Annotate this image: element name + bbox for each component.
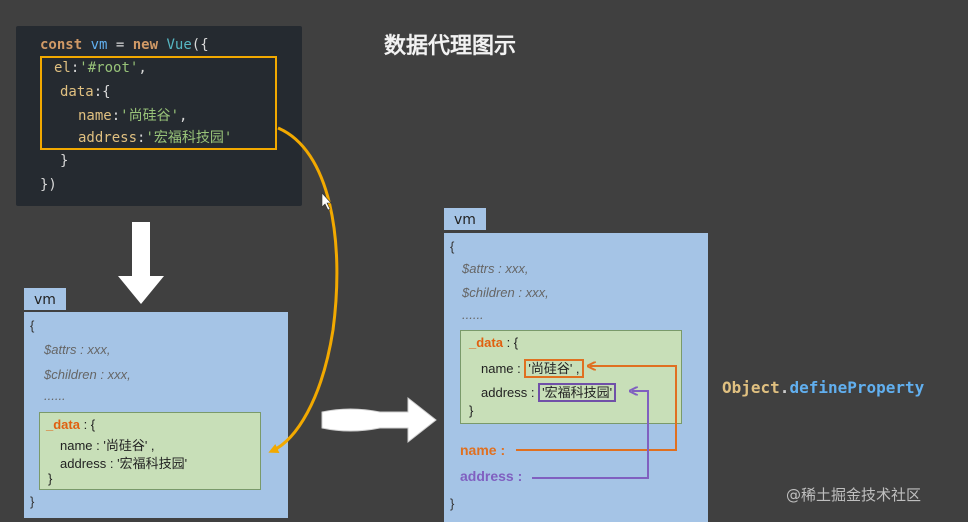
- vm-right-data-box: _data : { name : '尚硅谷' , address : '宏福科技…: [460, 330, 682, 424]
- code-line-2: el:'#root',: [54, 60, 147, 76]
- vm-right-close: }: [450, 496, 455, 511]
- watermark: @稀土掘金技术社区: [786, 486, 922, 504]
- yellow-curve-arrow: [268, 126, 339, 454]
- proxy-address-label: address :: [460, 468, 523, 484]
- code-line-1: const vm = new Vue({: [40, 37, 209, 53]
- code-line-4: name:'尚硅谷',: [78, 108, 188, 124]
- vm-left-data-box: _data : { name : '尚硅谷' , address : '宏福科技…: [39, 412, 261, 490]
- data-highlight-box: [40, 56, 277, 150]
- code-line-3: data:{: [60, 84, 111, 100]
- address-value-highlight: '宏福科技园': [538, 383, 617, 402]
- down-arrow-icon: [118, 222, 164, 304]
- cursor-icon: [321, 192, 332, 211]
- orange-link-arrow: [516, 366, 677, 451]
- diagram-title: 数据代理图示: [384, 34, 517, 59]
- purple-link-arrow: [532, 391, 649, 479]
- code-line-7: }): [40, 177, 57, 193]
- name-value-highlight: '尚硅谷' ,: [524, 359, 584, 378]
- code-line-6: }: [60, 153, 69, 169]
- code-line-5: address:'宏福科技园': [78, 130, 233, 146]
- vm-right-tab: vm: [444, 208, 486, 230]
- define-property-label: Object.defineProperty: [722, 378, 925, 397]
- proxy-name-label: name :: [460, 442, 506, 458]
- right-arrow-icon: [321, 396, 437, 444]
- vm-left-tab: vm: [24, 288, 66, 310]
